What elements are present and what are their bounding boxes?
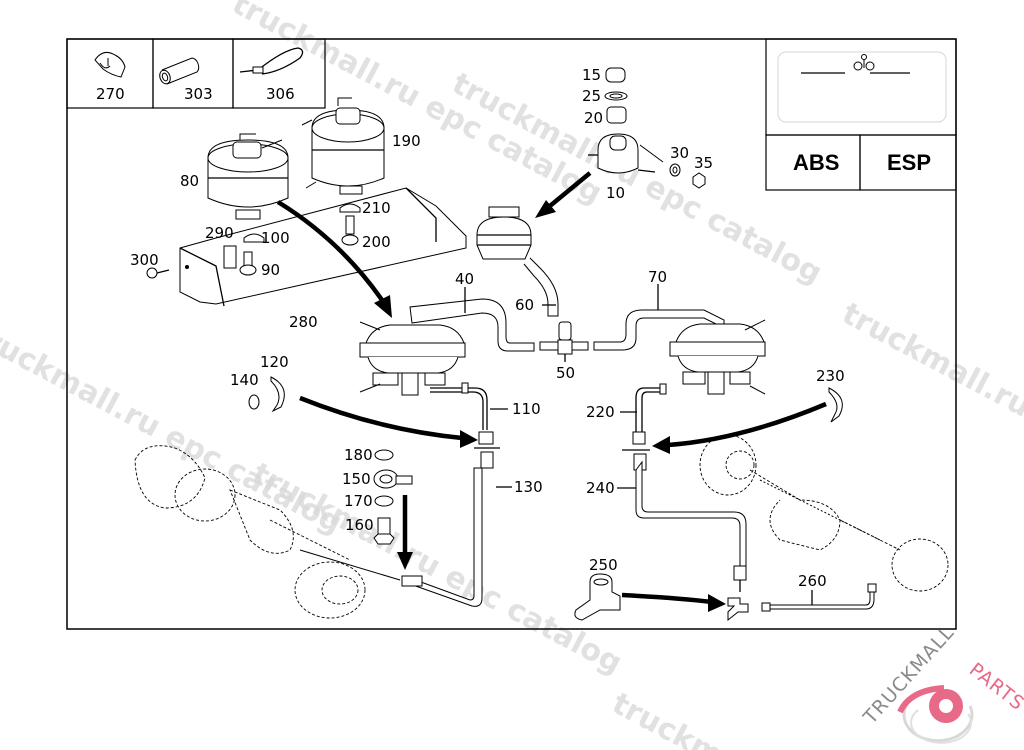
t-fitting-50	[539, 321, 589, 362]
callout-210: 210	[362, 199, 391, 217]
diagram-frame	[66, 38, 957, 630]
brake-line-110	[430, 387, 488, 430]
watermark-text: truckmall.ru epc catalog	[246, 456, 627, 681]
pump-unit-80	[207, 133, 289, 220]
callout-120: 120	[260, 353, 289, 371]
assembly-arrow	[299, 395, 463, 441]
retaining-clip-left	[248, 376, 285, 413]
callout-290: 290	[205, 224, 234, 242]
hose-40	[409, 298, 535, 352]
callout-70: 70	[648, 268, 667, 286]
legend-label: 270	[96, 85, 125, 103]
assembly-arrow	[667, 401, 827, 448]
callout-90: 90	[261, 261, 280, 279]
hose-240	[622, 431, 747, 592]
callout-230: 230	[816, 367, 845, 385]
callout-200: 200	[362, 233, 391, 251]
legend-label: 303	[184, 85, 213, 103]
hose-130	[401, 431, 500, 607]
assembly-arrow	[276, 200, 384, 302]
watermark-text: truckm	[606, 686, 728, 750]
cable-tie-icon	[239, 47, 304, 75]
callout-140: 140	[230, 371, 259, 389]
watermark-text: truckmall.ru e	[836, 296, 1024, 439]
logo-text-parts: PARTS	[965, 659, 1024, 716]
callout-220: 220	[586, 403, 615, 421]
rear-axle-right	[699, 434, 949, 592]
clip-icon	[94, 51, 126, 78]
esp-badge[interactable]: ESP	[887, 150, 931, 175]
front-axle-left	[134, 445, 401, 619]
pump-unit-190	[301, 97, 385, 195]
callout-300: 300	[130, 251, 159, 269]
mounting-bracket	[179, 187, 467, 307]
brake-line-260	[761, 583, 877, 612]
vehicle-locator	[765, 38, 957, 136]
bracket-250	[574, 573, 621, 621]
reservoir-assembly	[588, 67, 706, 189]
fasteners	[146, 203, 361, 279]
callout-150: 150	[342, 470, 371, 488]
callout-250: 250	[589, 556, 618, 574]
callout-280: 280	[289, 313, 318, 331]
assembly-arrow	[621, 592, 713, 605]
callout-35: 35	[694, 154, 713, 172]
callout-260: 260	[798, 572, 827, 590]
system-badges: ABS ESP	[765, 134, 957, 191]
callout-25: 25	[582, 87, 601, 105]
legend-label: 306	[266, 85, 295, 103]
callout-110: 110	[512, 400, 541, 418]
left-booster	[359, 321, 466, 396]
callout-180: 180	[344, 446, 373, 464]
assembly-arrow	[543, 171, 592, 212]
callout-20: 20	[584, 109, 603, 127]
callout-170: 170	[344, 492, 373, 510]
accessory-legend: 270 303 306	[66, 38, 326, 109]
callout-10: 10	[606, 184, 625, 202]
callout-160: 160	[345, 516, 374, 534]
brake-line-220	[635, 387, 664, 432]
banjo-fitting-set	[373, 449, 413, 545]
callout-80: 80	[180, 172, 199, 190]
retaining-clip-right	[828, 387, 843, 423]
callout-50: 50	[556, 364, 575, 382]
callout-30: 30	[670, 144, 689, 162]
callout-15: 15	[582, 66, 601, 84]
sleeve-icon	[159, 57, 200, 85]
junction-block	[727, 597, 749, 622]
callout-240: 240	[586, 479, 615, 497]
callout-190: 190	[392, 132, 421, 150]
abs-badge[interactable]: ABS	[793, 150, 839, 175]
central-reservoir	[476, 206, 559, 317]
truckmall-parts-logo: TRUCKMALL PARTS	[859, 621, 1024, 744]
callout-60: 60	[515, 296, 534, 314]
right-booster	[669, 319, 766, 395]
callout-100: 100	[261, 229, 290, 247]
callout-130: 130	[514, 478, 543, 496]
callout-40: 40	[455, 270, 474, 288]
